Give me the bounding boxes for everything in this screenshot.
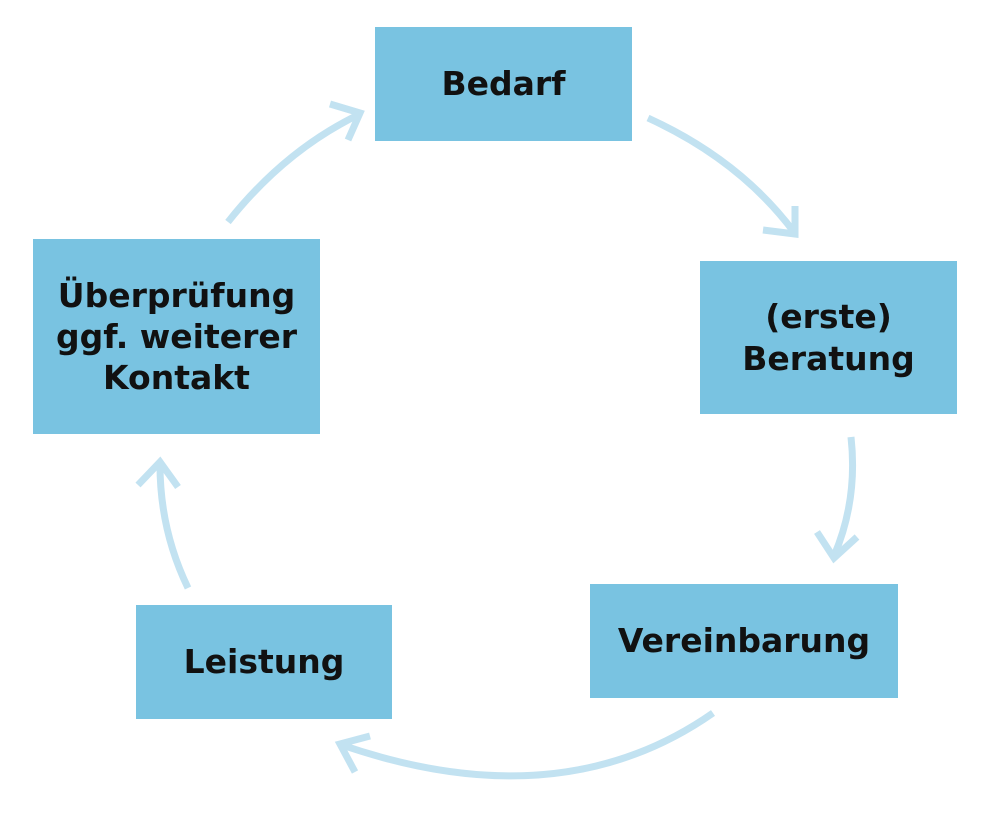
arrow-vereinbarung-to-leistung xyxy=(334,710,716,780)
step-label: Vereinbarung xyxy=(617,621,871,661)
step-label: Überprüfung ggf. weiterer Kontakt xyxy=(55,275,298,398)
step-ueberpruefung: Überprüfung ggf. weiterer Kontakt xyxy=(33,239,320,434)
arrow-ueberpruefung-to-bedarf xyxy=(225,100,365,225)
step-vereinbarung: Vereinbarung xyxy=(590,584,898,698)
step-leistung: Leistung xyxy=(136,605,392,719)
step-bedarf: Bedarf xyxy=(375,27,632,141)
step-label: Leistung xyxy=(183,642,345,682)
arrow-leistung-to-ueberpruefung xyxy=(135,456,192,590)
step-beratung: (erste) Beratung xyxy=(700,261,957,414)
arrow-beratung-to-vereinbarung xyxy=(814,436,860,564)
arrow-bedarf-to-beratung xyxy=(646,114,799,238)
step-label: Bedarf xyxy=(441,64,566,104)
step-label: (erste) Beratung xyxy=(742,297,915,378)
